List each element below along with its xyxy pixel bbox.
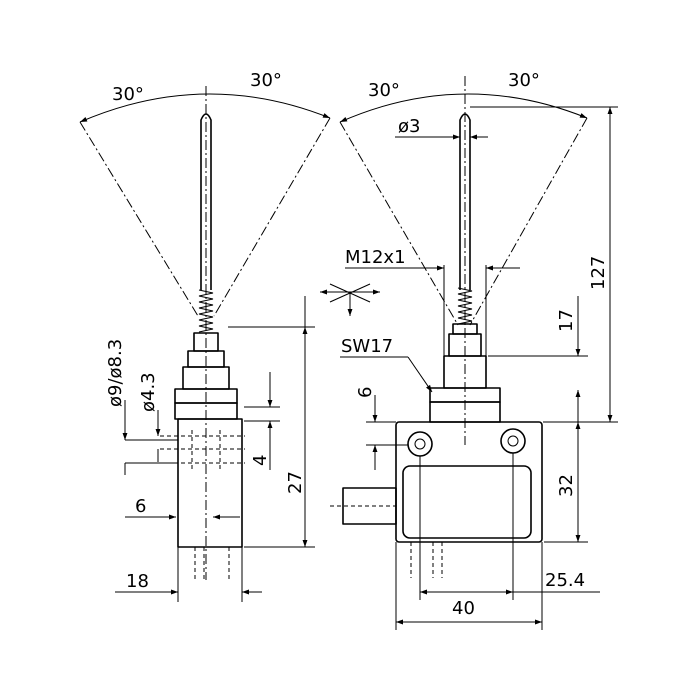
right-angle-right-label: 30° (508, 70, 540, 91)
right-front-view: 30° 30° ø3 127 M12x1 17 SW17 6 32 25.4 4… (320, 70, 618, 630)
right-swing-line-left (339, 121, 459, 326)
right-housing-window (402, 465, 532, 539)
mounting-hole-left (407, 431, 433, 457)
dia-rod-label: ø3 (398, 116, 420, 137)
left-dim-18-label: 18 (126, 571, 149, 592)
right-angle-left-label: 30° (368, 80, 400, 101)
left-swing-line-right (213, 117, 331, 317)
left-dia-bore-label: ø4.3 (138, 372, 159, 412)
left-dim-4-label: 4 (250, 455, 271, 466)
left-spring (198, 289, 214, 333)
dim-32-label: 32 (556, 474, 577, 497)
actuation-direction-symbol (320, 283, 380, 316)
left-angle-left-label: 30° (112, 84, 144, 105)
left-side-view: 30° 30° ø9/ø8.3 ø4.3 6 4 27 18 (79, 70, 331, 602)
left-dim-27-label: 27 (285, 471, 306, 494)
dim-17-label: 17 (556, 309, 577, 332)
left-dim-6-label: 6 (135, 496, 146, 517)
sw17-leader (407, 356, 433, 393)
left-housing (177, 418, 243, 548)
right-dim-6-label: 6 (355, 387, 376, 398)
left-angle-arc (79, 93, 331, 123)
dim-25-4-label: 25.4 (545, 570, 585, 591)
left-dia-thread-label: ø9/ø8.3 (105, 339, 126, 407)
mounting-hole-right (500, 428, 526, 454)
right-swing-line-right (469, 117, 588, 326)
left-rod (200, 113, 212, 290)
mounting-hole-right-inner (507, 435, 519, 447)
right-rod (459, 113, 471, 290)
right-spring (457, 287, 473, 325)
thread-label: M12x1 (345, 247, 406, 268)
mounting-hole-left-inner (414, 438, 426, 450)
left-angle-right-label: 30° (250, 70, 282, 91)
left-swing-line-left (79, 121, 199, 317)
dim-40-label: 40 (452, 598, 475, 619)
wrench-size-label: SW17 (341, 336, 393, 357)
right-housing (395, 421, 543, 543)
dim-127-label: 127 (588, 256, 609, 290)
